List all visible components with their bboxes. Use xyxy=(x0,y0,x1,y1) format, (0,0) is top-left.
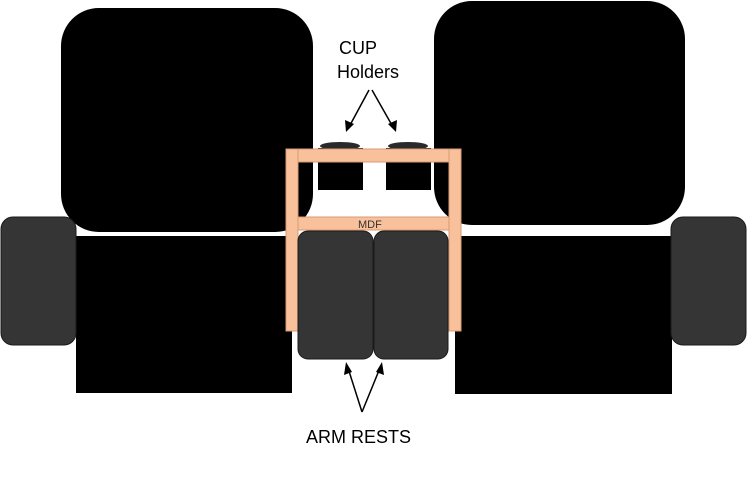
frame-mdf-shelf xyxy=(297,216,450,231)
arm-rest-right xyxy=(373,230,449,360)
arrow-to-right-cup xyxy=(371,89,394,128)
cup-label-line2: Holders xyxy=(337,62,399,82)
cup-label-line1: CUP xyxy=(339,38,377,58)
mdf-frame xyxy=(285,148,462,332)
arrow-to-left-arm xyxy=(347,367,363,413)
frame-right-post xyxy=(448,148,462,332)
right-seat-back xyxy=(434,1,685,225)
arrow-to-left-cup xyxy=(348,89,370,128)
left-outer-arm xyxy=(0,216,77,346)
right-seat xyxy=(434,1,747,394)
arrowhead-left-arm xyxy=(344,362,352,375)
cup-arrows xyxy=(348,89,394,128)
arm-rest-arrows xyxy=(347,367,381,413)
arm-rests-label: ARM RESTS xyxy=(306,427,411,447)
left-seat-back xyxy=(61,8,313,232)
arrow-to-right-arm xyxy=(361,367,381,413)
arrowhead-right-cup xyxy=(388,120,397,132)
left-seat-base xyxy=(76,236,292,393)
cup-rim-right xyxy=(388,142,428,150)
left-seat xyxy=(0,8,313,393)
right-seat-base xyxy=(455,236,672,394)
arrowhead-right-arm xyxy=(376,362,384,375)
right-outer-arm xyxy=(670,216,747,346)
arm-rest-left xyxy=(297,230,374,360)
frame-left-post xyxy=(285,148,299,332)
cup-rim-left xyxy=(320,142,360,150)
arrowhead-left-cup xyxy=(345,120,354,132)
mdf-label: MDF xyxy=(358,219,382,231)
frame-top-bar xyxy=(285,148,462,163)
center-arm-rests xyxy=(297,230,449,360)
